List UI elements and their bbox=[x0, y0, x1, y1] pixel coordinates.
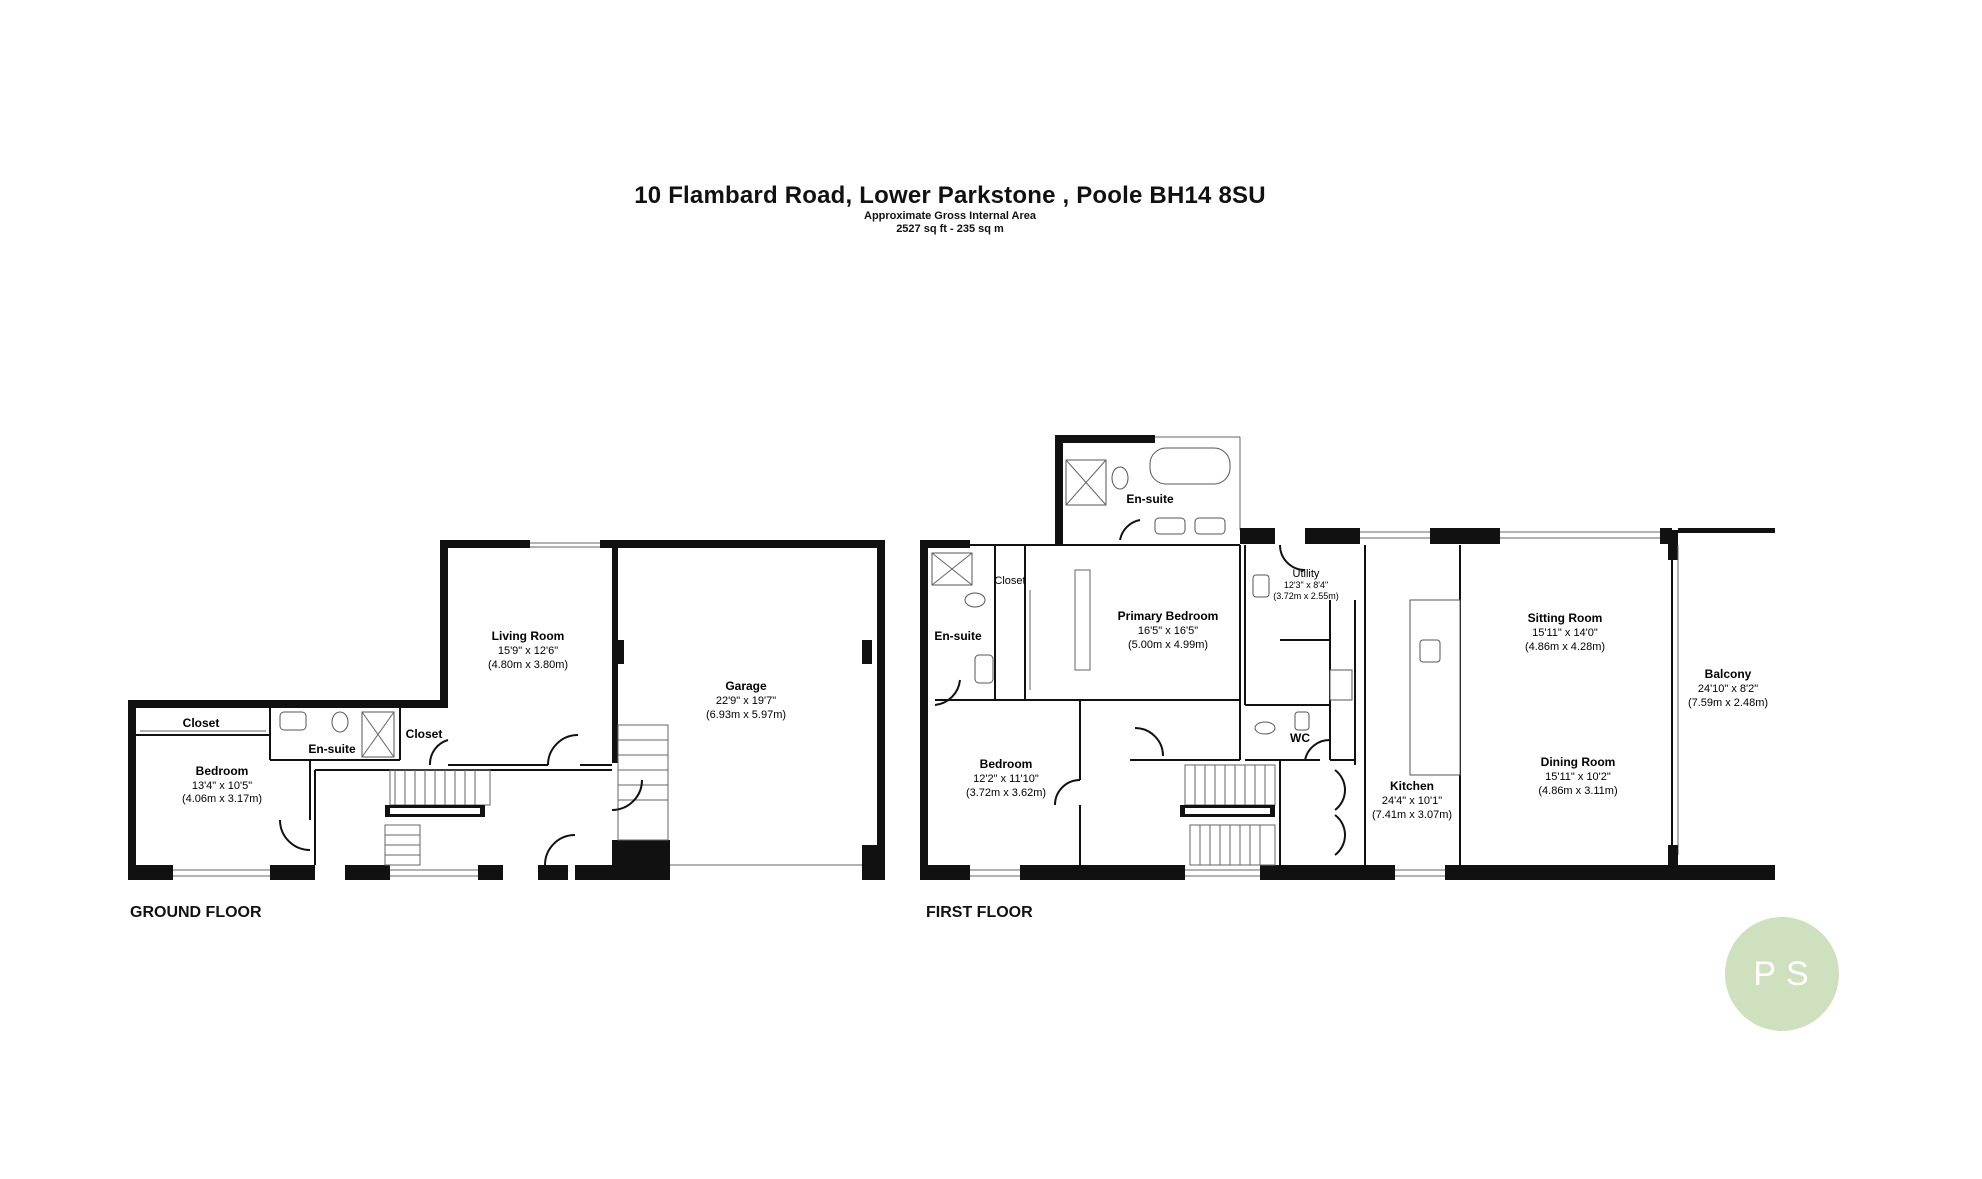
first-floor-room-labels: En-suite En-suite Closet Primary Bedroom… bbox=[934, 492, 1768, 821]
primary-bedroom-label: Primary Bedroom bbox=[1118, 609, 1219, 623]
sink-icon bbox=[1252, 574, 1270, 598]
bathtub-icon bbox=[1149, 447, 1231, 485]
wall bbox=[1430, 528, 1500, 544]
wall bbox=[612, 840, 670, 880]
wall bbox=[270, 865, 315, 880]
wall bbox=[440, 540, 448, 708]
utility-label: Utility bbox=[1293, 568, 1320, 580]
wall bbox=[1678, 528, 1775, 533]
wall bbox=[128, 865, 173, 880]
wall bbox=[600, 540, 885, 548]
sink-icon bbox=[279, 711, 307, 731]
ensuite-label: En-suite bbox=[934, 629, 982, 643]
bedroom-dim-imperial: 13'4" x 10'5" bbox=[192, 780, 252, 792]
sitting-room-dim-metric: (4.86m x 4.28m) bbox=[1525, 641, 1605, 653]
kitchen-dim-imperial: 24'4" x 10'1" bbox=[1382, 795, 1442, 807]
closet-label: Closet bbox=[994, 575, 1025, 587]
ground-floor-label: GROUND FLOOR bbox=[130, 904, 262, 921]
dining-room-dim-imperial: 15'11" x 10'2" bbox=[1545, 771, 1611, 783]
garage-staircase bbox=[617, 724, 669, 841]
area-value: 2527 sq ft - 235 sq m bbox=[896, 223, 1004, 235]
first-floor-plan bbox=[920, 435, 1775, 880]
kitchen-label: Kitchen bbox=[1390, 779, 1434, 793]
hob-icon bbox=[1329, 669, 1353, 701]
wall bbox=[1055, 435, 1155, 443]
primary-bedroom-dim-imperial: 16'5" x 16'5" bbox=[1138, 625, 1198, 637]
balcony-dim-imperial: 24'10" x 8'2" bbox=[1698, 683, 1758, 695]
dining-room-dim-metric: (4.86m x 3.11m) bbox=[1538, 785, 1617, 797]
sitting-room-label: Sitting Room bbox=[1528, 611, 1603, 625]
bedroom-label: Bedroom bbox=[980, 757, 1033, 771]
sink-icon bbox=[1154, 517, 1186, 535]
wall bbox=[345, 865, 390, 880]
primary-bedroom-dim-metric: (5.00m x 4.99m) bbox=[1128, 639, 1208, 651]
wall bbox=[877, 540, 885, 880]
property-address: 10 Flambard Road, Lower Parkstone , Pool… bbox=[634, 182, 1266, 209]
bedroom-dim-metric: (3.72m x 3.62m) bbox=[966, 787, 1046, 799]
living-room-dim-imperial: 15'9" x 12'6" bbox=[498, 645, 558, 657]
wall bbox=[538, 865, 568, 880]
wall bbox=[1305, 528, 1360, 544]
garage-dim-imperial: 22'9" x 19'7" bbox=[716, 695, 776, 707]
wall bbox=[1055, 435, 1063, 545]
wall bbox=[128, 700, 136, 880]
wall bbox=[920, 865, 970, 880]
toilet-icon bbox=[331, 711, 349, 733]
wc-label: WC bbox=[1290, 731, 1310, 745]
ground-floor-room-labels: Closet Bedroom 13'4" x 10'5" (4.06m x 3.… bbox=[182, 629, 786, 805]
wall bbox=[1020, 865, 1185, 880]
sink-icon bbox=[1294, 711, 1310, 731]
ensuite-label: En-suite bbox=[308, 742, 356, 756]
dining-room-label: Dining Room bbox=[1541, 755, 1616, 769]
area-label: Approximate Gross Internal Area bbox=[864, 210, 1036, 222]
wall bbox=[1445, 865, 1775, 880]
balcony-label: Balcony bbox=[1705, 667, 1752, 681]
balcony-dim-metric: (7.59m x 2.48m) bbox=[1688, 697, 1768, 709]
garage-label: Garage bbox=[725, 679, 767, 693]
sink-icon bbox=[1419, 639, 1441, 663]
wall bbox=[862, 845, 885, 880]
living-room-label: Living Room bbox=[492, 629, 565, 643]
sitting-room-dim-imperial: 15'11" x 14'0" bbox=[1532, 627, 1598, 639]
wall bbox=[862, 640, 872, 664]
wall bbox=[612, 640, 624, 664]
garage-dim-metric: (6.93m x 5.97m) bbox=[706, 709, 786, 721]
wall bbox=[478, 865, 503, 880]
wall bbox=[1668, 845, 1678, 865]
living-room-dim-metric: (4.80m x 3.80m) bbox=[488, 659, 568, 671]
wall bbox=[128, 700, 443, 708]
staircase bbox=[384, 769, 491, 866]
toilet-icon bbox=[1254, 721, 1276, 735]
closet-label: Closet bbox=[183, 716, 220, 730]
bedroom-dim-imperial: 12'2" x 11'10" bbox=[973, 773, 1039, 785]
ground-floor-plan bbox=[128, 540, 885, 880]
bedroom-dim-metric: (4.06m x 3.17m) bbox=[182, 793, 262, 805]
sink-icon bbox=[974, 654, 994, 684]
sink-icon bbox=[1194, 517, 1226, 535]
kitchen-dim-metric: (7.41m x 3.07m) bbox=[1372, 809, 1452, 821]
utility-dim-imperial: 12'3" x 8'4" bbox=[1284, 580, 1328, 590]
first-floor-label: FIRST FLOOR bbox=[926, 904, 1033, 921]
ensuite-label: En-suite bbox=[1126, 492, 1174, 506]
toilet-icon bbox=[964, 592, 986, 608]
plan-header: 10 Flambard Road, Lower Parkstone , Pool… bbox=[0, 182, 1900, 236]
wall bbox=[1260, 865, 1395, 880]
wall bbox=[1240, 528, 1275, 544]
utility-dim-metric: (3.72m x 2.55m) bbox=[1273, 591, 1339, 601]
closet-label: Closet bbox=[406, 727, 443, 741]
staircase bbox=[1180, 764, 1276, 866]
wall bbox=[920, 540, 928, 880]
kitchen-island bbox=[1409, 599, 1461, 776]
agency-logo: PS bbox=[1725, 917, 1839, 1031]
toilet-icon bbox=[1111, 466, 1129, 490]
bedroom-label: Bedroom bbox=[196, 764, 249, 778]
wall bbox=[440, 540, 530, 548]
